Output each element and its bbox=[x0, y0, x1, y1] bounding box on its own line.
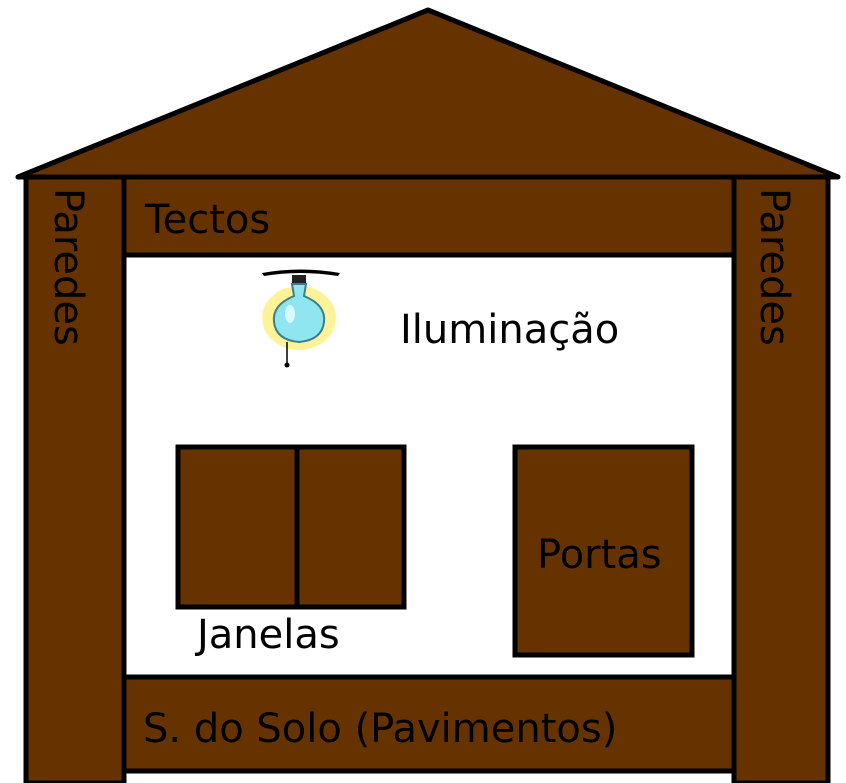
ceiling-label: Tectos bbox=[144, 197, 270, 243]
lighting-label: Iluminação bbox=[400, 307, 619, 353]
ceiling-beam bbox=[121, 174, 737, 258]
floor-label: S. do Solo (Pavimentos) bbox=[143, 706, 617, 752]
light-bulb-icon bbox=[262, 269, 340, 368]
wall-left bbox=[23, 174, 127, 783]
wall-right bbox=[731, 174, 831, 783]
windows-label: Janelas bbox=[194, 612, 340, 658]
wall-left-label: Paredes bbox=[45, 188, 91, 346]
door bbox=[512, 444, 695, 658]
floor-beam bbox=[121, 674, 737, 774]
roof bbox=[15, 7, 841, 180]
wall-right-label: Paredes bbox=[751, 188, 797, 346]
windows bbox=[175, 444, 407, 610]
doors-label: Portas bbox=[537, 532, 662, 578]
